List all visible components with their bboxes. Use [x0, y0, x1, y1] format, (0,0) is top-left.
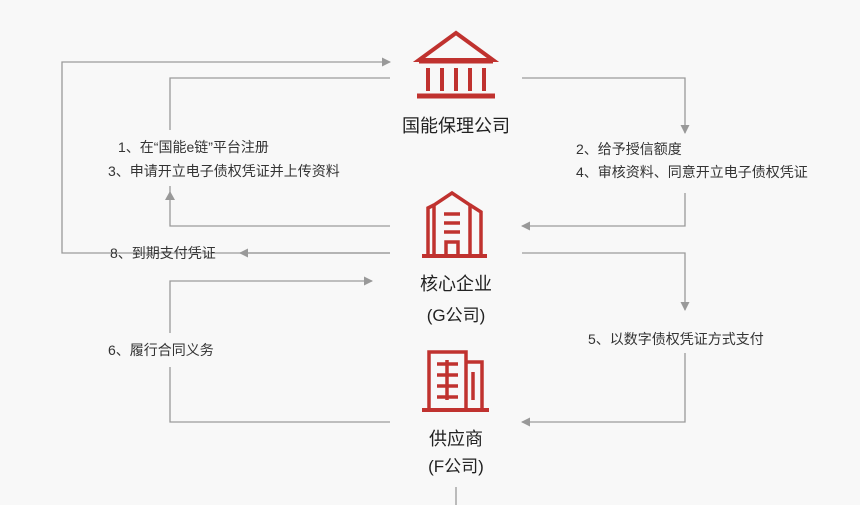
node-supplier-title: 供应商	[429, 429, 483, 449]
arrow-step1-register	[169, 77, 390, 130]
label-step6: 6、履行合同义务	[108, 342, 214, 358]
arrow-step5-pay	[522, 252, 690, 311]
arrow-step4-approve	[521, 193, 686, 231]
label-step1: 1、在“国能e链”平台注册	[118, 139, 269, 155]
node-core-enterprise: 核心企业 (G公司)	[386, 272, 526, 328]
arrow-step8-payment	[61, 57, 391, 254]
arrow-step6-up	[169, 276, 373, 333]
label-step3: 3、申请开立电子债权凭证并上传资料	[108, 163, 340, 179]
arrowhead-step3	[165, 191, 175, 200]
office-building-icon	[422, 190, 487, 258]
label-step4: 4、审核资料、同意开立电子债权凭证	[576, 164, 808, 180]
node-supplier: 供应商 (F公司)	[386, 427, 526, 479]
node-core-subtitle: (G公司)	[426, 306, 486, 325]
arrow-step5-down	[521, 353, 686, 427]
arrow-step2-credit	[522, 77, 690, 134]
node-supplier-subtitle: (F公司)	[428, 457, 484, 476]
arrow-step3-apply	[169, 186, 390, 227]
bank-icon	[412, 30, 500, 99]
node-factoring-title: 国能保理公司	[402, 116, 510, 136]
node-core-title: 核心企业	[420, 274, 492, 294]
label-step5: 5、以数字债权凭证方式支付	[588, 331, 764, 347]
label-step8: 8、到期支付凭证	[110, 245, 216, 261]
node-factoring-company: 国能保理公司	[386, 114, 526, 138]
arrow-step6-fulfil	[169, 367, 390, 423]
label-step2: 2、给予授信额度	[576, 141, 682, 157]
building-icon	[422, 350, 489, 412]
